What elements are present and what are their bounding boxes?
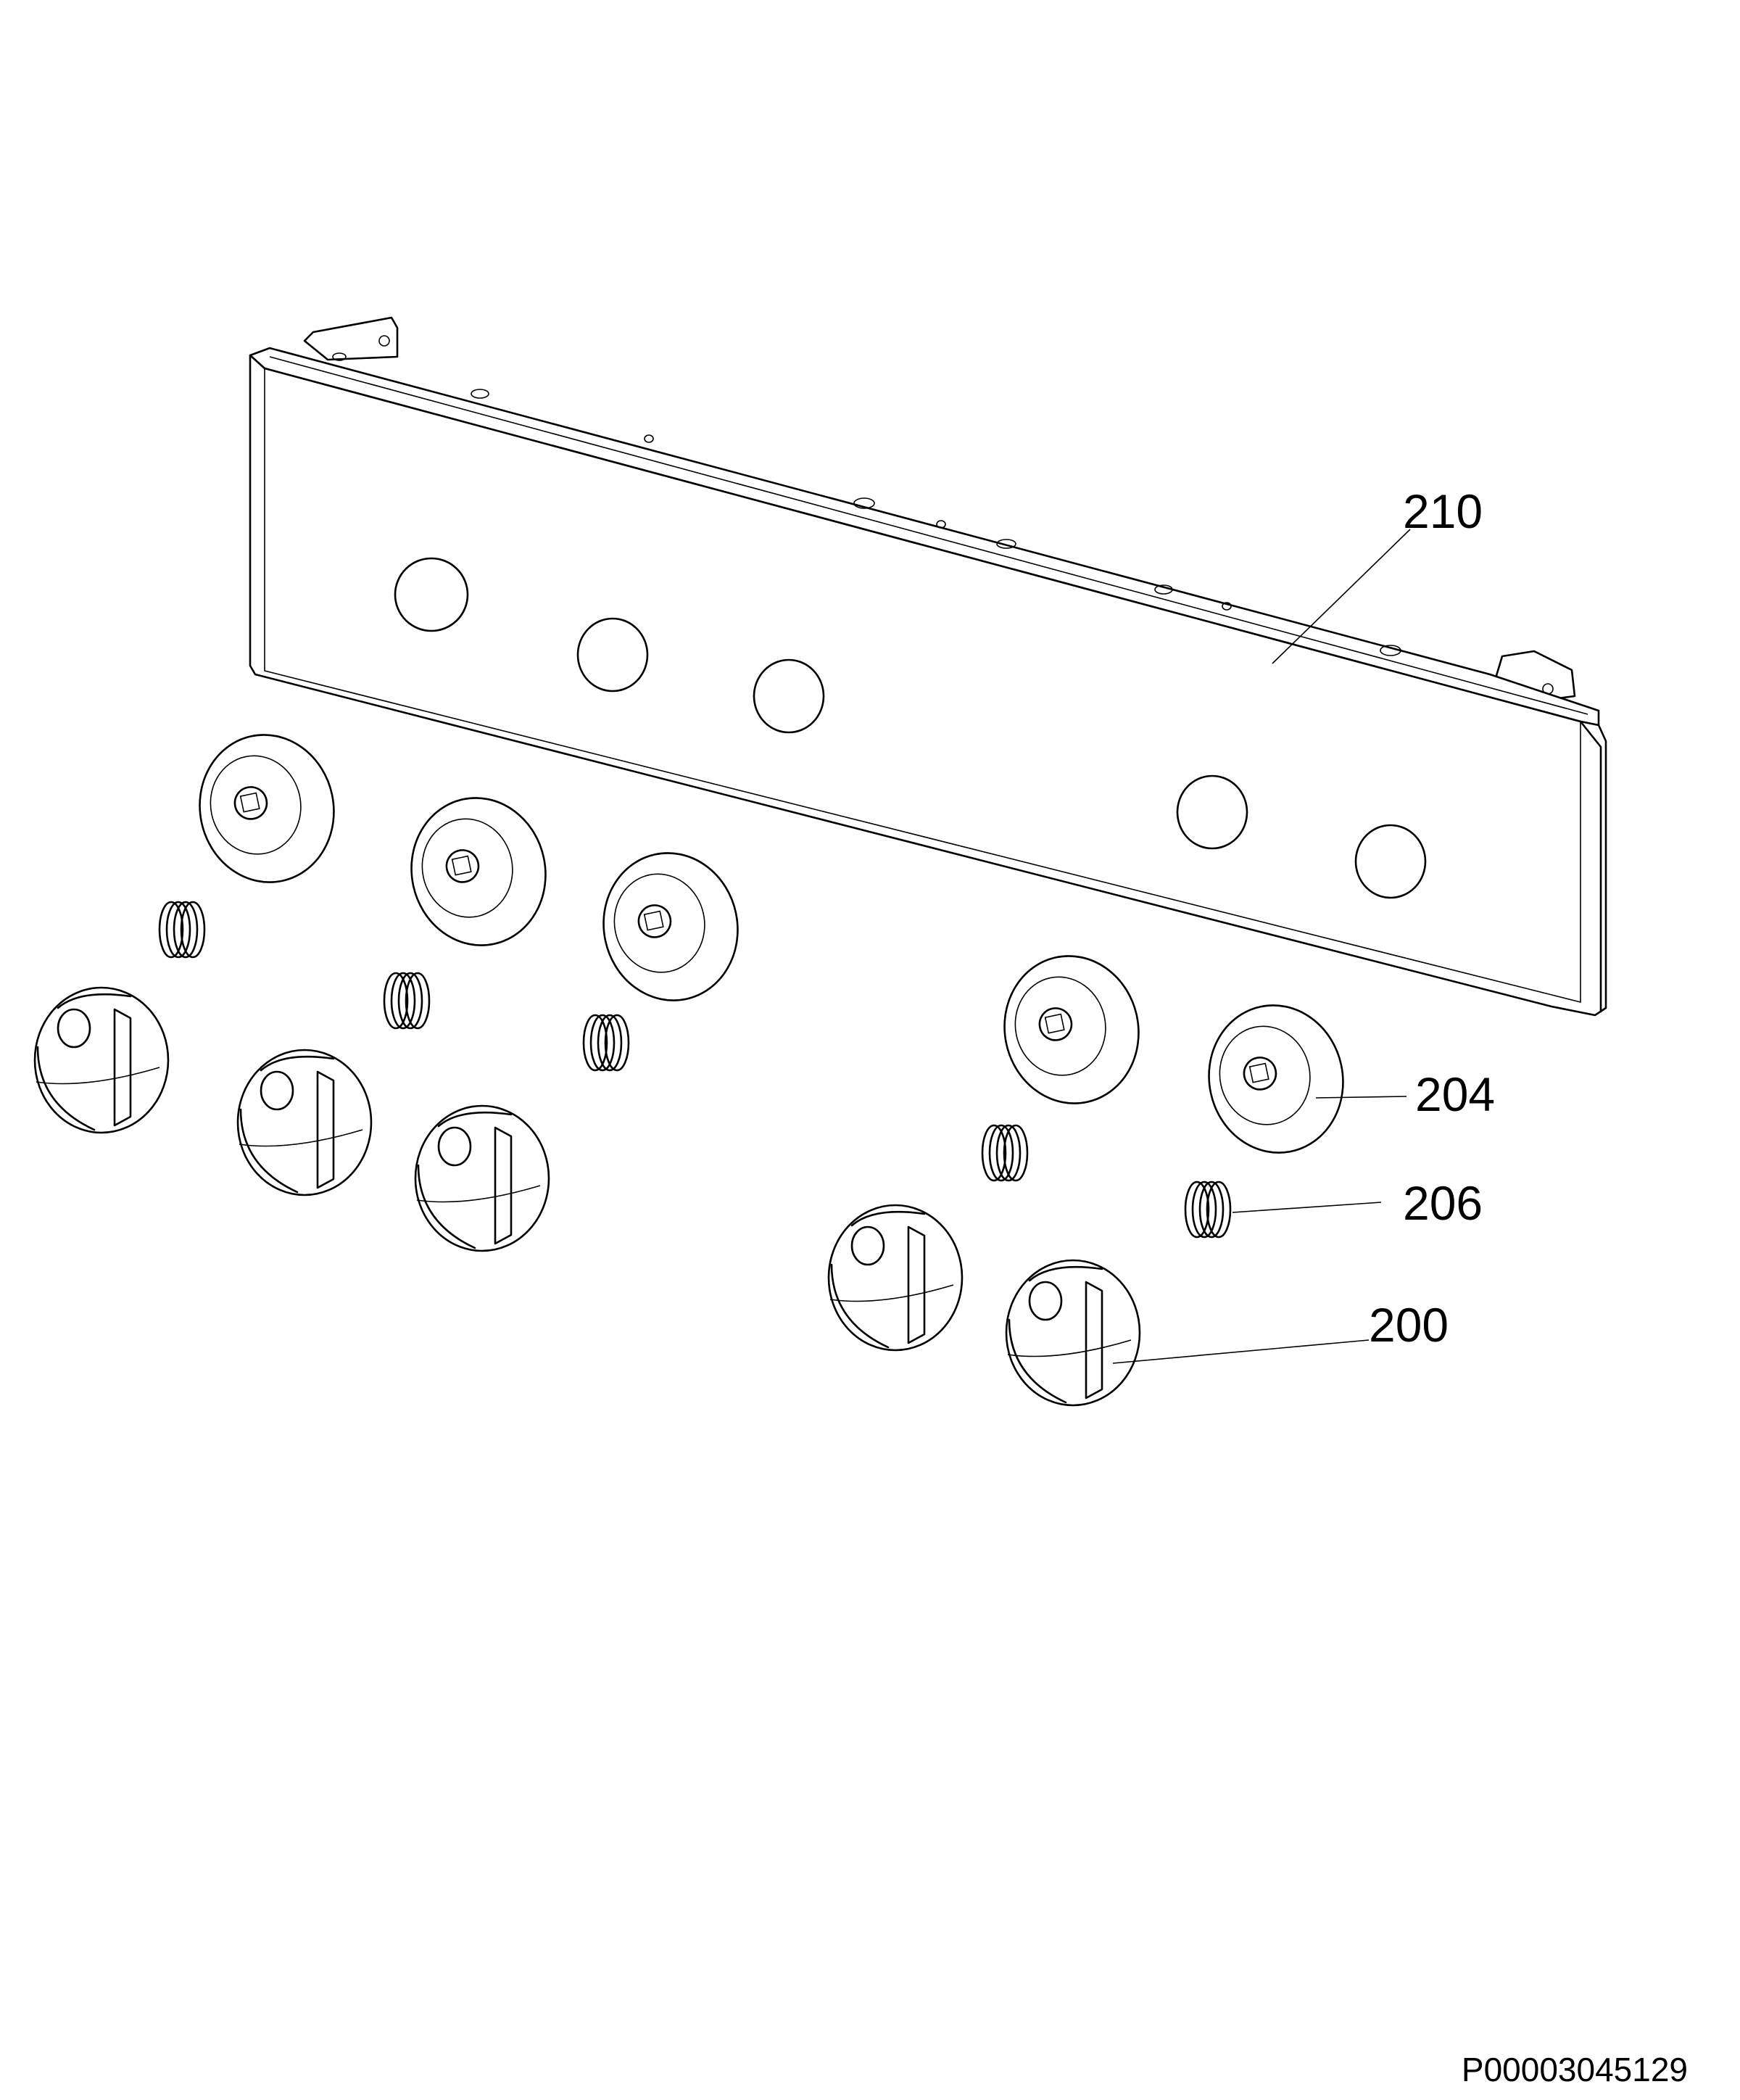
leader-line-206 [1232, 1202, 1382, 1213]
leader-line-210 [1272, 529, 1411, 664]
spring-5 [1184, 1181, 1232, 1239]
callout-210: 210 [1403, 484, 1483, 538]
bezel-ring-3 [602, 852, 739, 1001]
control-knob-1 [33, 986, 170, 1134]
spring-3 [582, 1014, 630, 1072]
leader-line-200 [1112, 1339, 1370, 1364]
control-knob-3 [414, 1104, 550, 1252]
callout-204: 204 [1415, 1067, 1495, 1121]
callout-200: 200 [1369, 1298, 1449, 1352]
callout-206: 206 [1403, 1176, 1483, 1230]
bezel-ring-4 [1003, 955, 1140, 1104]
bezel-ring-1 [199, 734, 335, 883]
bezel-ring-2 [410, 797, 547, 946]
spring-4 [981, 1124, 1029, 1182]
control-knob-4 [827, 1204, 964, 1352]
document-reference-code: P00003045129 [1462, 2051, 1688, 2088]
spring-1 [158, 901, 206, 959]
leader-line-204 [1315, 1096, 1407, 1099]
leader-lines [1112, 529, 1411, 1364]
control-knob-5 [1005, 1259, 1141, 1407]
control-panel [249, 316, 1607, 1017]
spring-2 [383, 972, 431, 1030]
bezel-ring-5 [1208, 1004, 1344, 1154]
control-knob-2 [236, 1049, 373, 1196]
